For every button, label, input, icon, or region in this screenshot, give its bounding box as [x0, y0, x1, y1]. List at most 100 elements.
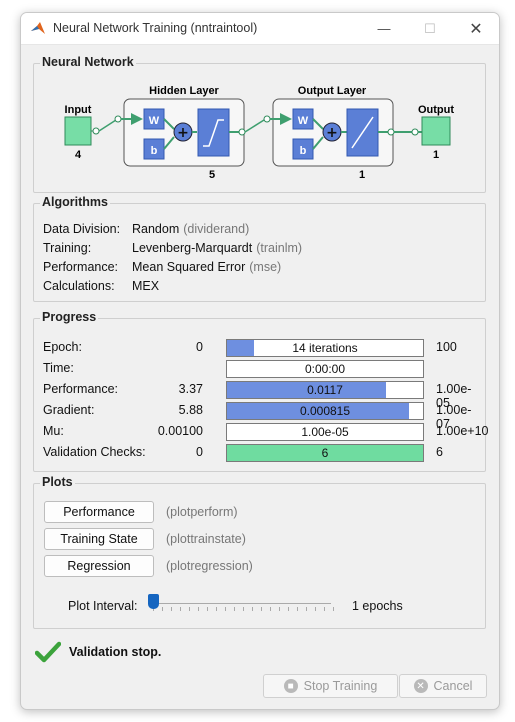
progress-bar-text: 6 [321, 446, 329, 460]
progress-bar: 14 iterations [226, 339, 424, 357]
slider-tick [198, 607, 199, 611]
progress-bar-text: 14 iterations [292, 341, 358, 355]
algorithm-value: MEX [132, 277, 159, 295]
progress-row: Time: 0:00:00 [43, 360, 483, 378]
algorithms-panel: Algorithms Data Division: Random(divider… [33, 195, 486, 302]
algorithm-value: Random(dividerand) [132, 220, 249, 238]
slider-tick [225, 607, 226, 611]
plot-performance-function: (plotperform) [166, 505, 238, 519]
plot-interval-value: 1 epochs [352, 599, 403, 613]
progress-end-value: 1.00e+10 [436, 424, 489, 438]
purelin-icon [351, 116, 374, 149]
progress-bar: 0.000815 [226, 402, 424, 420]
output-weight-label: W [298, 115, 309, 127]
slider-tick [315, 607, 316, 611]
progress-label: Epoch: [43, 340, 82, 354]
progress-end-value: 1.00e-07 [436, 403, 472, 431]
plot-training-state-function: (plottrainstate) [166, 532, 246, 546]
cancel-button[interactable]: ✕ Cancel [399, 674, 487, 698]
slider-tick [252, 607, 253, 611]
plot-training-state-button[interactable]: Training State [44, 528, 154, 550]
progress-bar: 1.00e-05 [226, 423, 424, 441]
slider-tick [171, 607, 172, 611]
algorithm-label: Calculations: [43, 279, 115, 293]
progress-bar-text: 0.000815 [299, 404, 351, 418]
input-size: 4 [75, 149, 82, 161]
progress-bar-text: 0.0117 [307, 383, 343, 397]
panel-title-progress: Progress [40, 310, 99, 324]
slider-tick [261, 607, 262, 611]
nntraintool-window: Neural Network Training (nntraintool) — … [20, 12, 500, 710]
progress-bar-fill [227, 382, 386, 398]
plot-regression-function: (plotregression) [166, 559, 253, 573]
plots-panel: Plots Performance (plotperform) Training… [33, 475, 486, 629]
algorithm-value: Mean Squared Error(mse) [132, 258, 281, 276]
plot-performance-button[interactable]: Performance [44, 501, 154, 523]
matlab-app-icon [31, 22, 45, 34]
slider-tick [189, 607, 190, 611]
panel-title-plots: Plots [40, 475, 75, 489]
algorithm-function: (dividerand) [183, 222, 250, 236]
window-title: Neural Network Training (nntraintool) [53, 21, 258, 35]
slider-tick [279, 607, 280, 611]
slider-tick [216, 607, 217, 611]
progress-label: Mu: [43, 424, 64, 438]
cancel-icon: ✕ [413, 679, 428, 693]
output-size: 1 [433, 149, 439, 161]
algorithm-label: Performance: [43, 260, 119, 274]
minimize-button[interactable]: — [377, 21, 391, 36]
close-button[interactable]: ✕ [469, 20, 483, 38]
hidden-bias-label: b [151, 145, 158, 157]
progress-bar-fill [227, 340, 255, 356]
progress-label: Gradient: [43, 403, 95, 417]
progress-bar-text: 0:00:00 [304, 362, 346, 376]
hidden-layer-label: Hidden Layer [149, 85, 219, 97]
cancel-label: Cancel [433, 679, 473, 693]
plot-interval-slider-thumb[interactable] [148, 594, 159, 609]
hidden-sum-icon: + [177, 125, 189, 141]
progress-start-value: 0.00100 [157, 424, 203, 438]
slider-tick [324, 607, 325, 611]
network-diagram: Input 4 Hidden Layer W b + 5 [64, 85, 454, 181]
progress-bar: 0.0117 [226, 381, 424, 399]
algorithm-label: Data Division: [43, 222, 121, 236]
output-sum-icon: + [326, 125, 338, 141]
stop-training-button[interactable]: ■ Stop Training [263, 674, 398, 698]
panel-title-network: Neural Network [40, 55, 136, 69]
maximize-button[interactable]: ☐ [424, 20, 436, 36]
algorithm-function: (trainlm) [256, 241, 303, 255]
input-block [64, 116, 92, 146]
plot-regression-button[interactable]: Regression [44, 555, 154, 577]
slider-tick [207, 607, 208, 611]
slider-tick [297, 607, 298, 611]
algorithm-function: (mse) [249, 260, 282, 274]
slider-tick [243, 607, 244, 611]
progress-row: Mu: 0.00100 1.00e-05 1.00e+10 [43, 423, 488, 441]
hidden-size: 5 [209, 169, 215, 181]
progress-label: Time: [43, 361, 74, 375]
output-layer-size: 1 [359, 169, 365, 181]
stop-icon: ■ [283, 679, 298, 693]
algorithm-value-text: Levenberg-Marquardt [132, 241, 253, 255]
title-bar: Neural Network Training (nntraintool) — … [21, 13, 499, 45]
progress-label: Performance: [43, 382, 119, 396]
algorithm-value-text: Random [132, 222, 180, 236]
input-label: Input [65, 104, 92, 116]
panel-title-algorithms: Algorithms [40, 195, 110, 209]
neural-network-panel: Neural Network Input 4 Hidden Layer W b [33, 55, 486, 193]
progress-bar-text: 1.00e-05 [301, 425, 349, 439]
plot-interval-slider-track[interactable] [151, 603, 331, 608]
progress-start-value: 3.37 [178, 382, 203, 396]
status-message: Validation stop. [69, 645, 162, 659]
hidden-weight-label: W [149, 115, 160, 127]
slider-tick [333, 607, 334, 611]
progress-bar: 6 [226, 444, 424, 462]
output-bias-label: b [300, 145, 307, 157]
progress-label: Validation Checks: [43, 445, 146, 459]
output-layer-label: Output Layer [298, 85, 367, 97]
progress-bar-fill [227, 403, 410, 419]
